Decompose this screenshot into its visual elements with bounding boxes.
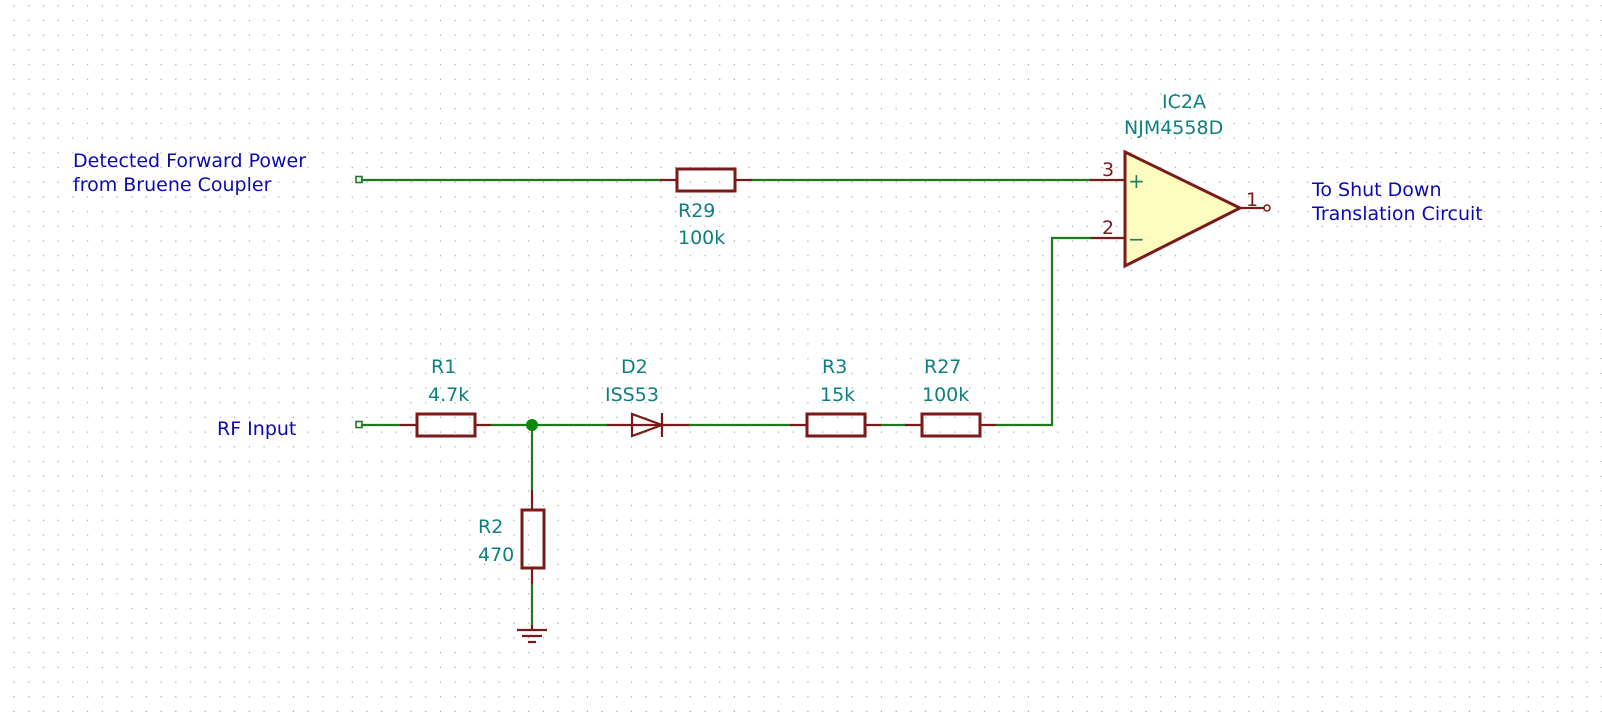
label-output-line2: Translation Circuit — [1311, 203, 1483, 225]
r27-ref: R27 — [924, 356, 961, 378]
r2-ref: R2 — [478, 516, 503, 538]
noninverting-plus-icon: + — [1128, 169, 1145, 193]
r3-value: 15k — [820, 384, 855, 406]
ground-icon — [517, 625, 547, 644]
d2-ref: D2 — [621, 356, 648, 378]
resistor-r27[interactable] — [905, 412, 997, 438]
resistor-r29[interactable] — [660, 167, 752, 193]
pin-1-number: 1 — [1246, 189, 1258, 211]
pin-3-number: 3 — [1102, 159, 1114, 181]
r1-ref: R1 — [431, 356, 456, 378]
net-forward-power — [355, 175, 1092, 184]
r3-ref: R3 — [822, 356, 847, 378]
d2-value: ISS53 — [605, 384, 659, 406]
resistor-r3[interactable] — [790, 412, 882, 438]
inverting-minus-icon: − — [1128, 227, 1145, 251]
ic2a-ref: IC2A — [1162, 91, 1206, 113]
resistor-r2[interactable] — [520, 490, 546, 585]
resistor-r1[interactable] — [400, 412, 492, 438]
r29-value: 100k — [678, 227, 725, 249]
ic2a-value: NJM4558D — [1124, 117, 1223, 139]
diode-triangle — [630, 412, 666, 438]
r27-value: 100k — [922, 384, 969, 406]
r2-value: 470 — [478, 544, 514, 566]
output-pin-marker[interactable] — [1263, 204, 1271, 212]
wire-feedback-to-inverting[interactable] — [995, 236, 1092, 427]
r1-value: 4.7k — [428, 384, 469, 406]
label-output-line1: To Shut Down — [1311, 179, 1442, 201]
label-rf-input: RF Input — [217, 418, 296, 440]
opamp-body[interactable] — [1123, 149, 1244, 269]
pin-2-number: 2 — [1102, 217, 1114, 239]
label-forward-power-line1: Detected Forward Power — [73, 150, 306, 172]
diode-d2[interactable] — [607, 412, 690, 438]
opamp-ic2a[interactable] — [1090, 149, 1271, 269]
label-forward-power-line2: from Bruene Coupler — [73, 174, 272, 196]
r29-ref: R29 — [678, 200, 715, 222]
